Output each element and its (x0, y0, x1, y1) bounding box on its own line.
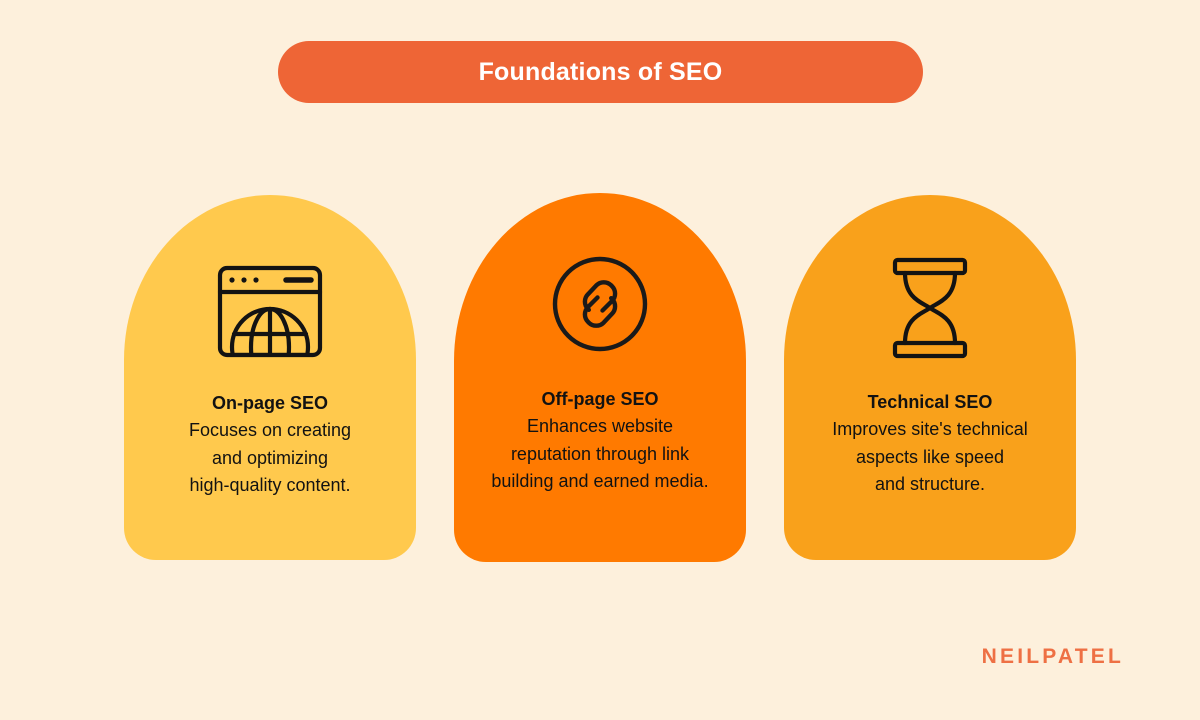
card-text-block: On-page SEO Focuses on creating and opti… (124, 390, 416, 500)
card-description: Improves site's technical aspects like s… (832, 419, 1028, 494)
card-description: Focuses on creating and optimizing high-… (188, 420, 352, 495)
neilpatel-logo: NEILPATEL (981, 645, 1124, 668)
link-circle-icon (550, 248, 650, 360)
title-banner: Foundations of SEO (278, 41, 923, 103)
card-heading: On-page SEO (211, 393, 328, 413)
card-description: Enhances website reputation through link… (491, 416, 709, 491)
card-technical-seo: Technical SEO Improves site's technical … (784, 195, 1076, 560)
page-title: Foundations of SEO (478, 57, 723, 86)
card-heading: Technical SEO (867, 392, 993, 412)
card-text-block: Technical SEO Improves site's technical … (784, 389, 1076, 499)
card-heading: Off-page SEO (541, 389, 659, 409)
hourglass-icon (887, 252, 973, 364)
card-on-page-seo: On-page SEO Focuses on creating and opti… (124, 195, 416, 560)
card-off-page-seo: Off-page SEO Enhances website reputation… (454, 193, 746, 562)
card-text-block: Off-page SEO Enhances website reputation… (454, 386, 746, 496)
browser-globe-icon (214, 253, 326, 365)
